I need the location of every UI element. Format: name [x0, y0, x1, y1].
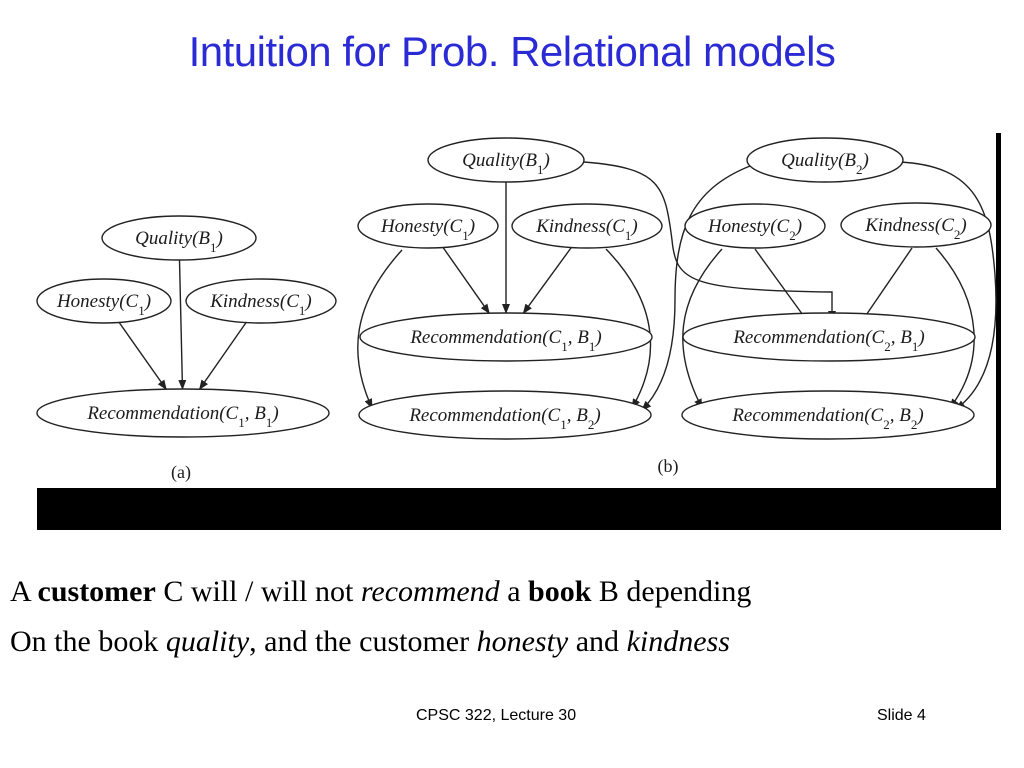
word-honesty: honesty: [476, 625, 569, 658]
description-line-2: On the book quality, and the customer ho…: [10, 625, 730, 659]
node-label-a_honesty: Honesty(C1): [56, 291, 151, 318]
edge-b_kindness1-to-b_rec12: [605, 248, 652, 409]
node-ellipse-a_honesty: [36, 278, 172, 324]
panel-label-b: (b): [658, 456, 679, 477]
node-label-a_rec: Recommendation(C1, B1): [86, 403, 278, 430]
word-recommend: recommend: [360, 575, 500, 608]
description-line-1: A customer C will / will not recommend a…: [10, 575, 751, 609]
node-label-a_kindness: Kindness(C1): [209, 291, 312, 318]
edge-b_honesty1-to-b_rec12: [357, 249, 403, 409]
node-label-b_rec22: Recommendation(C2, B2): [731, 405, 923, 432]
node-a_rec: Recommendation(C1, B1): [36, 388, 330, 438]
node-a_honesty: Honesty(C1): [36, 278, 172, 324]
line1-text-3: a: [499, 575, 529, 608]
node-label-b_quality1: Quality(B1): [462, 150, 550, 177]
node-label-b_rec21: Recommendation(C2, B1): [732, 327, 924, 354]
line2-text-3: and: [568, 625, 627, 658]
edge-b_quality2-to-b_rec22: [897, 161, 997, 410]
node-b_honesty1: Honesty(C1): [357, 203, 499, 249]
word-quality: quality: [165, 625, 250, 658]
line2-text-1: On the book: [10, 625, 166, 658]
node-b_quality2: Quality(B2): [746, 137, 904, 183]
edge-a_kindness-to-a_rec: [199, 322, 247, 391]
node-ellipse-a_quality: [101, 215, 257, 261]
nodes-layer: Quality(B1) Honesty(C1) Kindness(C1) Recomm…: [36, 137, 992, 440]
node-label-a_quality: Quality(B1): [135, 228, 223, 255]
edge-b_quality2-to-b_rec12: [641, 165, 751, 411]
edge-b_honesty2-to-b_rec22: [682, 248, 723, 409]
node-label-b_kindness1: Kindness(C1): [535, 216, 638, 243]
panel-label-a: (a): [171, 462, 191, 483]
word-book: book: [528, 575, 592, 608]
edges-layer: [118, 161, 997, 411]
node-b_rec12: Recommendation(C1, B2): [358, 390, 652, 440]
node-ellipse-b_rec21: [682, 312, 976, 362]
figure-right-border: [996, 133, 1001, 493]
node-b_kindness2: Kindness(C2): [840, 202, 992, 248]
node-label-b_rec11: Recommendation(C1, B1): [409, 327, 601, 354]
footer-course: CPSC 322, Lecture 30: [416, 707, 577, 724]
line2-text-2: , and the customer: [249, 625, 477, 658]
node-label-b_rec12: Recommendation(C1, B2): [408, 405, 600, 432]
edge-b_quality1-to-b_rec21: [583, 161, 836, 321]
node-ellipse-b_kindness1: [511, 203, 663, 249]
edge-a_quality-to-a_rec: [178, 259, 187, 390]
node-b_kindness1: Kindness(C1): [511, 203, 663, 249]
edge-b_kindness1-to-b_rec11: [522, 247, 572, 315]
node-label-b_honesty2: Honesty(C2): [707, 216, 802, 243]
node-ellipse-b_rec22: [681, 390, 975, 440]
node-label-b_kindness2: Kindness(C2): [864, 215, 967, 242]
node-ellipse-a_rec: [36, 388, 330, 438]
edge-b_honesty1-to-b_rec11: [442, 247, 490, 315]
node-ellipse-b_honesty2: [684, 203, 826, 249]
word-kindness: kindness: [626, 625, 730, 658]
node-ellipse-b_quality2: [746, 137, 904, 183]
node-label-b_quality2: Quality(B2): [781, 150, 869, 177]
slide-title: Intuition for Prob. Relational models: [188, 28, 836, 75]
line1-text-1: A: [10, 575, 38, 608]
node-a_kindness: Kindness(C1): [185, 278, 337, 324]
edge-b_kindness2-to-b_rec21: [859, 247, 913, 325]
node-a_quality: Quality(B1): [101, 215, 257, 261]
figure-bottom-bar: [37, 488, 1001, 530]
edge-a_honesty-to-a_rec: [118, 321, 167, 391]
word-customer: customer: [37, 575, 156, 608]
node-b_honesty2: Honesty(C2): [684, 203, 826, 249]
line1-text-4: B depending: [591, 575, 752, 608]
node-ellipse-b_kindness2: [840, 202, 992, 248]
node-ellipse-b_quality1: [427, 137, 585, 183]
node-ellipse-a_kindness: [185, 278, 337, 324]
footer-slide-number: Slide 4: [877, 707, 926, 724]
node-ellipse-b_rec11: [359, 312, 653, 362]
node-b_rec11: Recommendation(C1, B1): [359, 312, 653, 362]
node-label-b_honesty1: Honesty(C1): [380, 216, 475, 243]
node-ellipse-b_rec12: [358, 390, 652, 440]
edge-b_honesty2-to-b_rec21: [754, 248, 809, 323]
node-b_rec21: Recommendation(C2, B1): [682, 312, 976, 362]
node-ellipse-b_honesty1: [357, 203, 499, 249]
line1-text-2: C will / will not: [155, 575, 361, 608]
node-b_rec22: Recommendation(C2, B2): [681, 390, 975, 440]
edge-b_kindness2-to-b_rec22: [935, 247, 975, 409]
node-b_quality1: Quality(B1): [427, 137, 585, 183]
